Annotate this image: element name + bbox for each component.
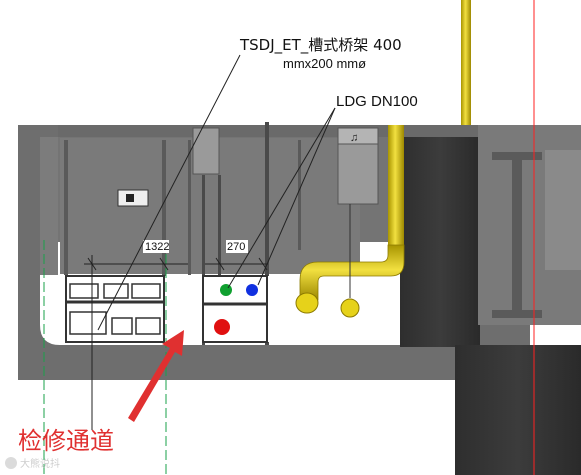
yellow-pipe-small [340, 298, 360, 318]
tray-6 [135, 317, 161, 335]
divider-3 [188, 140, 191, 275]
dim-right-text: 270 [227, 241, 245, 253]
right-panel [545, 150, 581, 270]
ibeam-bottom [492, 310, 542, 318]
equipment-box-top [337, 127, 379, 145]
leader-tray [97, 54, 241, 331]
tray-4 [69, 311, 107, 335]
ibeam-top [492, 152, 542, 160]
watermark-text: 大熊说抖 [20, 457, 60, 470]
divider-4 [202, 175, 205, 345]
leader-pipe-2 [257, 107, 336, 286]
tray-1 [69, 283, 99, 299]
dim-tick-r1 [215, 257, 225, 271]
tray-label-line2: mmx200 mmø [283, 56, 366, 71]
yellow-riser-top [461, 0, 471, 125]
dim-left-bg [143, 240, 169, 253]
yellow-pipe-vertical [388, 125, 404, 260]
divider-6 [265, 122, 269, 345]
pipe-label: LDG DN100 [336, 93, 418, 110]
tray-5 [111, 317, 133, 335]
top-slab [18, 125, 581, 137]
dim-tick-l2 [159, 257, 169, 271]
dark-column-upper [400, 137, 480, 347]
leader-pipe [227, 107, 336, 289]
divider-5 [218, 175, 221, 275]
dark-column-lower [455, 345, 581, 475]
channel-label: 检修通道 [18, 427, 114, 455]
shelf-frame [65, 275, 165, 343]
bell-icon: ♫ [350, 132, 358, 144]
red-arrow-icon [128, 330, 184, 422]
tray-2 [103, 283, 129, 299]
small-box-slot [126, 194, 134, 202]
left-wall-inner [40, 137, 58, 275]
divider-7 [298, 140, 301, 250]
dim-left-text: 1322 [145, 241, 169, 253]
divider-1 [64, 140, 68, 275]
ibeam-web [512, 160, 522, 310]
green-pipe [220, 284, 232, 296]
tray-3 [131, 283, 161, 299]
dim-right-bg [226, 240, 248, 253]
blue-pipe [246, 284, 258, 296]
watermark: 大熊说抖 [5, 457, 60, 470]
ceiling-box [192, 127, 220, 175]
floor-step [345, 352, 365, 362]
tray-label-line1: TSDJ_ET_槽式桥架 400 [239, 36, 402, 55]
red-pipe [214, 319, 230, 335]
corridor-floor [18, 275, 530, 380]
yellow-pipe-end [295, 292, 319, 314]
wechat-logo-icon [5, 457, 17, 469]
